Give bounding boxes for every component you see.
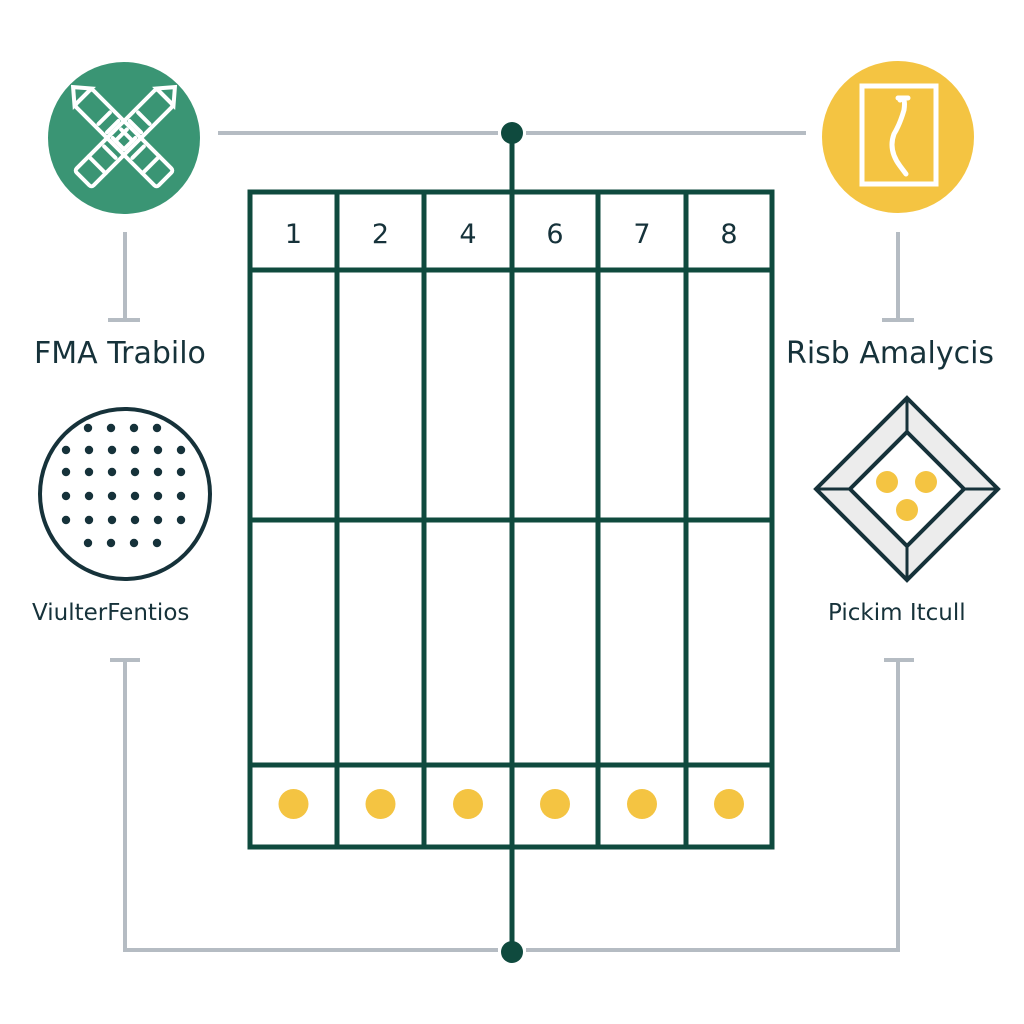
bottom-marker-dot[interactable]	[278, 789, 309, 819]
dot	[176, 467, 186, 477]
bottom-marker-dot[interactable]	[714, 789, 744, 819]
dotted-circle-icon[interactable]	[38, 407, 212, 581]
dot	[107, 445, 117, 455]
bottom-marker-dot[interactable]	[540, 789, 570, 819]
dot	[152, 538, 162, 548]
dot	[106, 423, 116, 433]
dot	[61, 445, 71, 455]
bottom-marker-dot[interactable]	[627, 789, 657, 819]
dot	[176, 445, 186, 455]
dot	[130, 491, 140, 501]
document-curve-icon[interactable]	[822, 61, 974, 213]
dot	[106, 538, 116, 548]
dot	[153, 467, 163, 477]
dot	[130, 445, 140, 455]
dot	[130, 467, 140, 477]
dot	[84, 445, 94, 455]
dot	[61, 491, 71, 501]
dot	[83, 423, 93, 433]
dot	[84, 467, 94, 477]
dot	[176, 491, 186, 501]
label-fma-trabilo: FMA Trabilo	[34, 336, 206, 371]
bottom-marker-dot[interactable]	[365, 789, 396, 819]
dot	[83, 538, 93, 548]
label-pickim-itcull: Pickim Itcull	[828, 600, 966, 626]
column-header-6: 6	[546, 219, 563, 250]
column-header-4: 4	[459, 219, 476, 250]
bottom-connector-left	[123, 660, 498, 952]
spine-bottom-node[interactable]	[501, 941, 523, 963]
dot	[153, 445, 163, 455]
column-header-7: 7	[633, 219, 650, 250]
dot	[153, 491, 163, 501]
dot	[107, 515, 117, 525]
connector-lines	[108, 131, 914, 952]
dot	[130, 515, 140, 525]
diamond-coins-icon[interactable]	[813, 395, 1001, 583]
dot	[84, 491, 94, 501]
dot	[61, 467, 71, 477]
bottom-marker-dot[interactable]	[453, 789, 483, 819]
dot	[176, 515, 186, 525]
dot	[152, 423, 162, 433]
dot	[129, 538, 139, 548]
column-header-2: 2	[372, 219, 389, 250]
dot	[84, 515, 94, 525]
dot	[153, 515, 163, 525]
bottom-markers	[278, 789, 744, 819]
crossed-pencils-icon[interactable]	[48, 62, 200, 214]
label-viulterfentios: ViulterFentios	[32, 600, 190, 626]
dot	[129, 423, 139, 433]
spine-top-node[interactable]	[501, 122, 523, 144]
dot	[61, 515, 71, 525]
dot	[107, 491, 117, 501]
column-header-1: 1	[285, 219, 302, 250]
label-risb-amalycis: Risb Amalycis	[786, 336, 995, 371]
dot	[107, 467, 117, 477]
column-header-8: 8	[720, 219, 737, 250]
bottom-connector-right	[526, 660, 900, 952]
column-headers: 1 2 4 6 7 8	[285, 219, 738, 250]
